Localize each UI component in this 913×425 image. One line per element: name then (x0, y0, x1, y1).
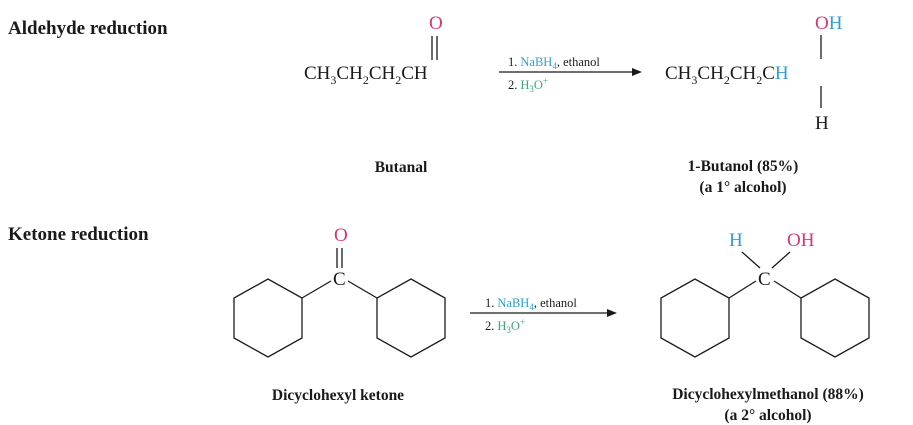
butanol-formula: CH3CH2CH2CH (665, 63, 789, 87)
aldehyde-step1: 1.NaBH4, ethanol (508, 55, 600, 71)
butanal-oxygen: O (429, 13, 443, 34)
methanol-left-ring (660, 278, 730, 358)
methanol-carbon: C (758, 269, 771, 290)
ketone-left-ring (233, 278, 303, 358)
ketone-heading: Ketone reduction (8, 224, 149, 245)
butanol-hydroxyl: OH (815, 13, 843, 34)
methanol-name: Dicyclohexylmethanol (88%) (672, 386, 864, 403)
ketone-conditions: 1.NaBH4, ethanol 2.H3O+ (470, 296, 617, 335)
methanol-h-bond (741, 251, 761, 269)
ketone-structure: O C (233, 225, 446, 358)
ketone-right-ring (376, 278, 446, 358)
butanol-name: 1-Butanol (85%) (688, 158, 799, 175)
ketone-right-bond (347, 280, 378, 299)
methanol-right-ring (800, 278, 870, 358)
methanol-hydrogen: H (729, 230, 743, 251)
methanol-oh-bond (771, 251, 791, 269)
ketone-name: Dicyclohexyl ketone (272, 387, 404, 404)
butanal-formula: CH3CH2CH2CH (304, 63, 428, 87)
methanol-class: (a 2° alcohol) (724, 407, 811, 424)
methanol-structure: H OH C (660, 230, 870, 358)
ketone-oxygen: O (334, 225, 348, 246)
aldehyde-conditions: 1.NaBH4, ethanol 2.H3O+ (499, 55, 642, 94)
butanal-structure: CH3CH2CH2CH O (304, 13, 443, 87)
methanol-left-bond (728, 280, 757, 299)
butanal-name: Butanal (375, 159, 428, 176)
ketone-arrow-head (607, 309, 617, 317)
ketone-step1: 1.NaBH4, ethanol (485, 296, 577, 312)
butanol-structure: CH3CH2CH2CH OH H (665, 13, 843, 134)
methanol-hydroxyl: OH (787, 230, 815, 251)
aldehyde-heading: Aldehyde reduction (8, 18, 168, 39)
aldehyde-step2: 2.H3O+ (508, 76, 548, 94)
butanol-bottom-h: H (815, 113, 829, 134)
butanol-class: (a 1° alcohol) (699, 179, 786, 196)
ketone-step2: 2.H3O+ (485, 317, 525, 335)
methanol-right-bond (773, 280, 802, 299)
ketone-left-bond (301, 280, 332, 299)
ketone-carbon: C (333, 269, 346, 290)
aldehyde-arrow-head (632, 68, 642, 76)
